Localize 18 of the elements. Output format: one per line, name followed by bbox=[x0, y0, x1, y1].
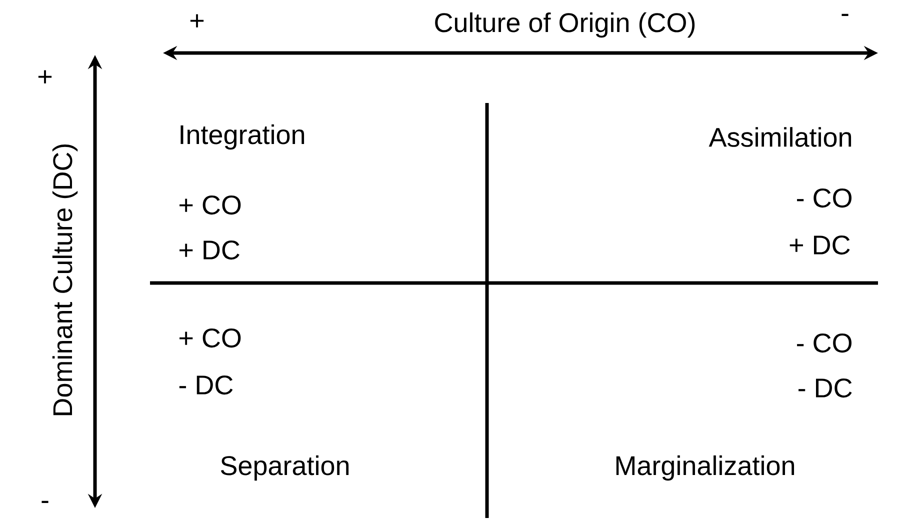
axis-sign: - bbox=[42, 500, 48, 503]
quadrant-value: - CO bbox=[797, 188, 852, 208]
axis-sign: - bbox=[842, 14, 848, 16]
quadrant-title: Marginalization bbox=[616, 455, 794, 481]
quadrant-value: + CO bbox=[180, 195, 241, 215]
quadrant-value: + CO bbox=[180, 328, 241, 348]
quadrant-value: + DC bbox=[180, 240, 240, 260]
quadrant-title: Integration bbox=[180, 124, 304, 150]
quadrant-title: Assimilation bbox=[708, 127, 852, 147]
quadrant-value: - DC bbox=[179, 375, 233, 395]
quadrant-value: - CO bbox=[797, 333, 852, 353]
axis-sign: + bbox=[190, 14, 204, 28]
axis-title: Culture of Origin (CO) bbox=[435, 12, 695, 38]
quadrant-value: + DC bbox=[790, 235, 850, 255]
quadrant-title: Separation bbox=[220, 455, 349, 481]
axis-sign: + bbox=[38, 70, 52, 84]
quadrant-value: - DC bbox=[798, 378, 852, 398]
axis-title: Dominant Culture (DC) bbox=[52, 144, 78, 416]
